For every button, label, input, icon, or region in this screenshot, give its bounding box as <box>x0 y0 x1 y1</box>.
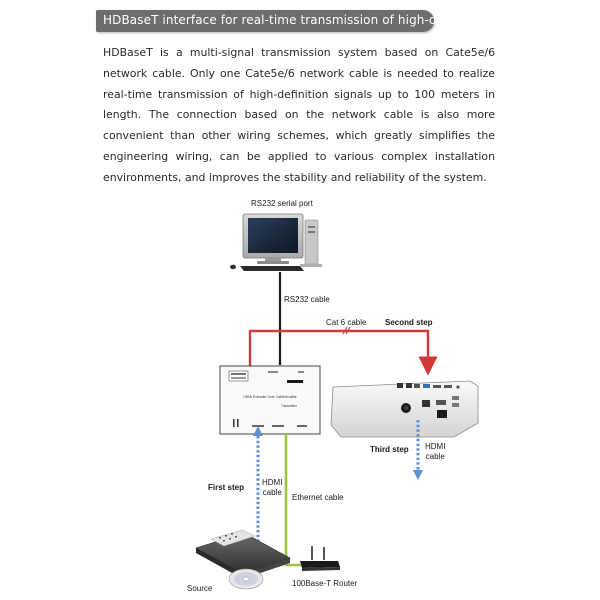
cat6-cable-label: Cat 6 cable <box>326 318 367 327</box>
hdmi-cable-source-label-line1: HDMI <box>262 478 283 487</box>
projector-icon <box>330 380 479 438</box>
rs232-cable-label: RS232 cable <box>284 295 330 304</box>
source-dvd-player <box>195 529 291 590</box>
router-icon <box>300 546 340 571</box>
extender-title: HDMI Extender Over Cat5e/6 cable <box>243 395 296 399</box>
second-step-label: Second step <box>385 318 433 327</box>
hdmi-cable-projector-label: HDMI cable <box>425 442 445 462</box>
first-step-label: First step <box>208 483 245 492</box>
section-header: HDBaseT interface for real-time transmis… <box>96 10 486 32</box>
description-paragraph: HDBaseT is a multi-signal transmission s… <box>103 46 495 184</box>
cat6-cable <box>248 329 438 376</box>
hdmi-cable-source-label: HDMI cable <box>262 478 282 498</box>
hdmi-cable-projector-label-line1: HDMI <box>425 442 446 451</box>
rs232-port-label: RS232 serial port <box>251 199 313 208</box>
third-step-label: Third step <box>370 445 409 454</box>
source-label: Source <box>187 584 213 593</box>
section-title: HDBaseT interface for real-time transmis… <box>103 13 487 27</box>
ethernet-cable <box>284 434 302 567</box>
ethernet-cable-label: Ethernet cable <box>292 493 344 502</box>
hdmi-cable-source-label-line2: cable <box>262 488 282 497</box>
hdmi-arrow-projector <box>413 470 423 480</box>
extender-sub: Transmitter <box>281 404 298 408</box>
computer-icon <box>230 213 322 271</box>
hdmi-cable-projector-label-line2: cable <box>425 452 445 461</box>
router-label: 100Base-T Router <box>292 579 358 588</box>
hdbaset-extender: HDMI Extender Over Cat5e/6 cable Transmi… <box>219 365 321 435</box>
hdmi-arrow-source <box>253 426 263 436</box>
